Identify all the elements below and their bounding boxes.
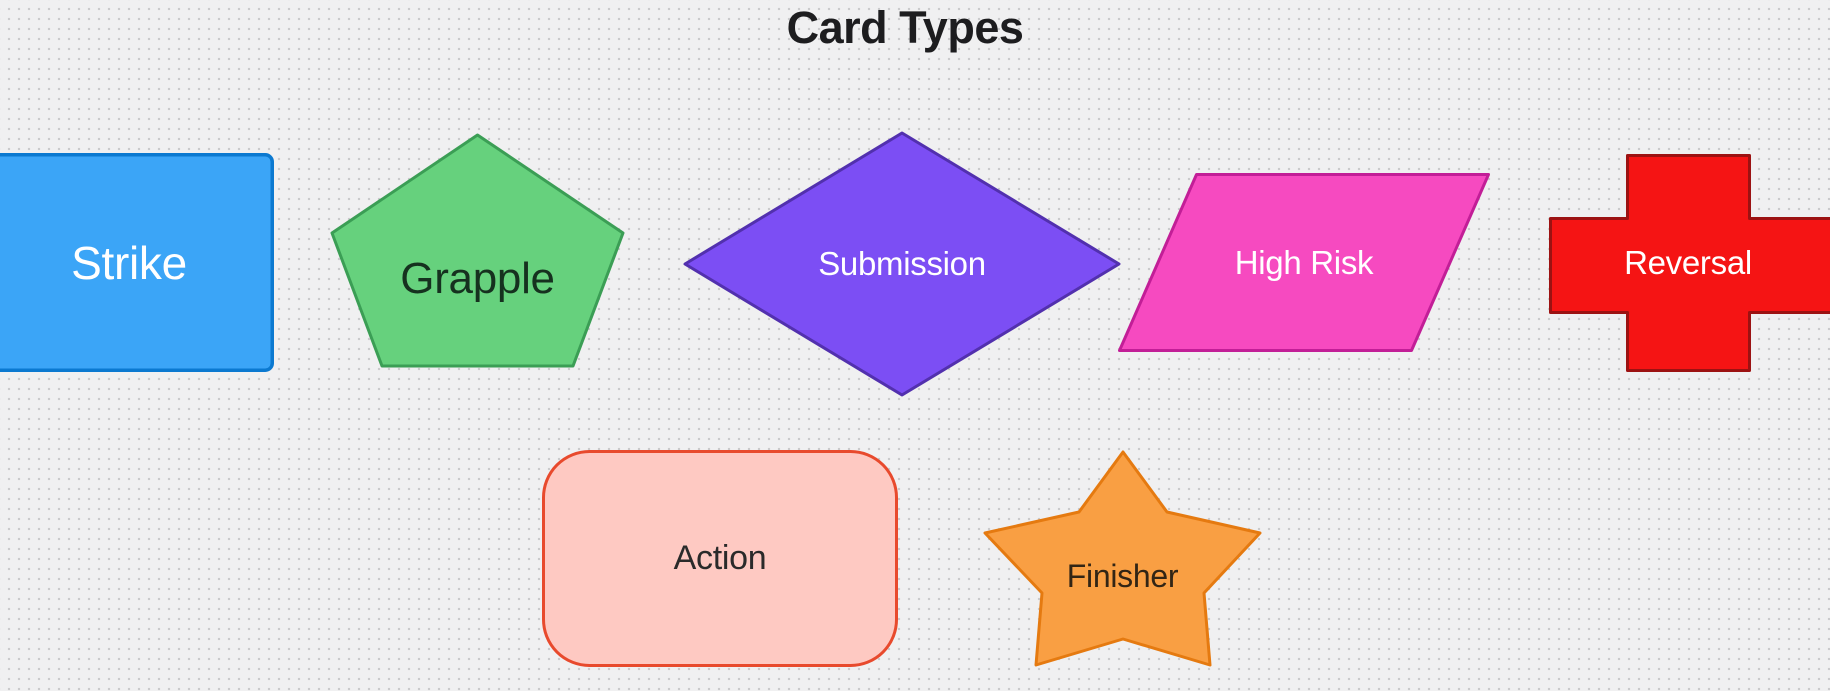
finisher-star bbox=[983, 450, 1262, 667]
star-shape-icon bbox=[983, 450, 1262, 667]
pentagon-shape-icon bbox=[330, 133, 625, 368]
grapple-pentagon bbox=[330, 133, 625, 368]
high-risk-parallelogram bbox=[1118, 173, 1490, 352]
shape-action[interactable]: Action bbox=[542, 450, 898, 667]
shape-grapple[interactable]: Grapple bbox=[330, 133, 625, 368]
shape-reversal[interactable]: Reversal bbox=[1549, 154, 1830, 372]
cross-shape-icon bbox=[1549, 154, 1830, 372]
submission-diamond bbox=[683, 131, 1121, 397]
shape-submission[interactable]: Submission bbox=[683, 131, 1121, 397]
shape-high-risk[interactable]: High Risk bbox=[1118, 173, 1490, 352]
parallelogram-shape-icon bbox=[1118, 173, 1490, 352]
diamond-shape-icon bbox=[683, 131, 1121, 397]
shape-finisher[interactable]: Finisher bbox=[983, 450, 1262, 667]
rounded-rectangle-shape-icon bbox=[542, 450, 898, 667]
rectangle-shape-icon bbox=[0, 153, 274, 372]
strike-rectangle bbox=[0, 153, 274, 372]
reversal-cross bbox=[1549, 154, 1830, 372]
shape-strike[interactable]: Strike bbox=[0, 153, 274, 372]
action-rounded-rectangle bbox=[542, 450, 898, 667]
canvas-title[interactable]: Card Types bbox=[786, 2, 1024, 53]
